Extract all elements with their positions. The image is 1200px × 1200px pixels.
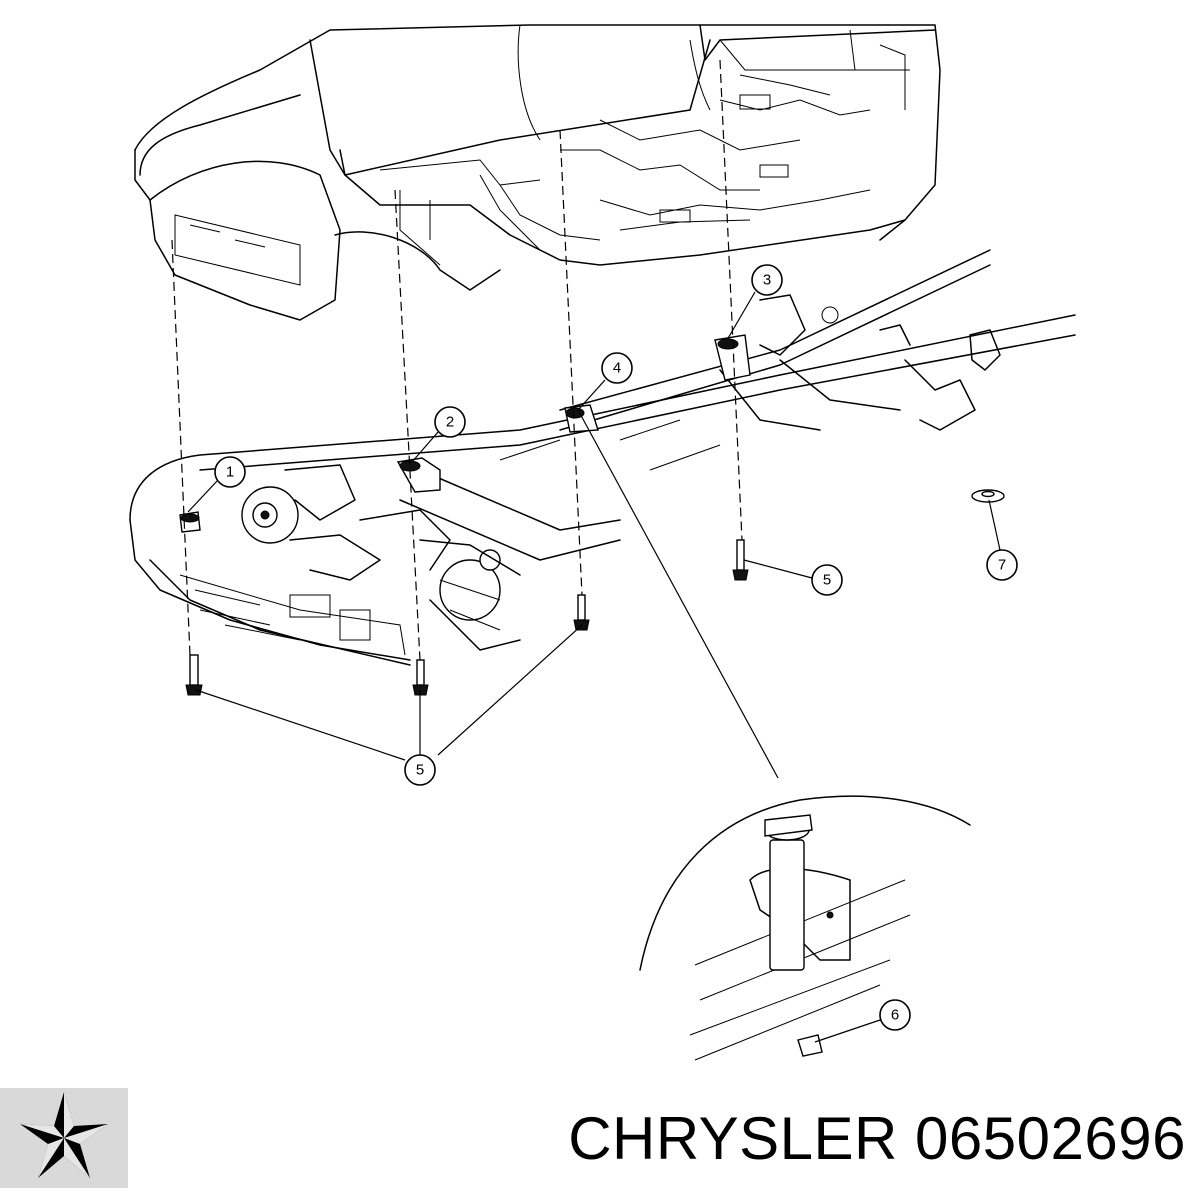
callout-5-bottom-label: 5 [416, 762, 424, 779]
callout-3: 3 [751, 264, 783, 296]
part-title: CHRYSLER 06502696 [568, 1104, 1186, 1173]
pentastar-icon [0, 1088, 128, 1188]
assembly-lines [171, 59, 743, 661]
callout-2-label: 2 [446, 414, 454, 431]
detail-inset [639, 795, 971, 1061]
callout-1: 1 [214, 456, 246, 488]
callout-3-label: 3 [763, 272, 771, 289]
callout-5-right: 5 [811, 564, 843, 596]
part-number: 06502696 [915, 1105, 1186, 1172]
callout-7: 7 [986, 549, 1018, 581]
brand-name: CHRYSLER [568, 1105, 898, 1172]
leader-lines [187, 291, 1001, 1043]
callout-7-label: 7 [998, 557, 1006, 574]
callout-6-label: 6 [891, 1007, 899, 1024]
frame-illustration [129, 249, 1076, 696]
callout-5-right-label: 5 [823, 572, 831, 589]
callout-6: 6 [879, 999, 911, 1031]
callout-4: 4 [601, 352, 633, 384]
truck-body-illustration [134, 24, 941, 321]
callout-1-label: 1 [226, 464, 234, 481]
callout-2: 2 [434, 406, 466, 438]
callout-5-bottom: 5 [404, 754, 436, 786]
callout-4-label: 4 [613, 360, 621, 377]
